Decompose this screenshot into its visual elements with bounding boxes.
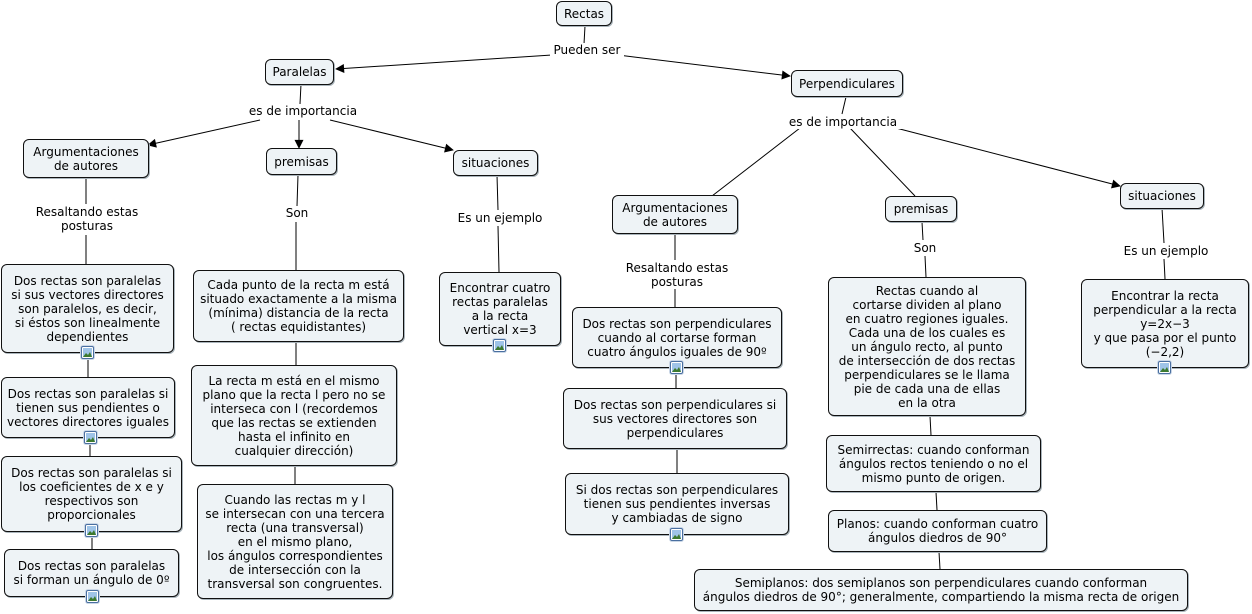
line-par-sit-ejemplo	[496, 174, 499, 211]
concept-par-sit-1[interactable]: Encontrar cuatro rectas paralelas a la r…	[439, 272, 561, 346]
line-pueden-paralelas	[335, 54, 553, 73]
concept-perpendiculares[interactable]: Perpendiculares	[791, 70, 903, 97]
link-per-son: Son	[907, 241, 943, 255]
line-paralelas-importancia	[299, 83, 302, 105]
concept-par-situaciones[interactable]: situaciones	[453, 150, 538, 176]
concept-per-premisas[interactable]: premisas	[885, 196, 957, 222]
link-par-resaltando: Resaltando estas posturas	[26, 205, 148, 233]
concept-par-arg-1[interactable]: Dos rectas son paralelas si sus vectores…	[1, 264, 174, 353]
image-resource-icon[interactable]	[670, 528, 683, 541]
concept-per-prem-2[interactable]: Semirrectas: cuando conforman ángulos re…	[826, 435, 1041, 492]
concept-per-situaciones[interactable]: situaciones	[1120, 183, 1204, 209]
link-per-resaltando: Resaltando estas posturas	[616, 261, 738, 289]
link-par-ejemplo: Es un ejemplo	[450, 211, 550, 225]
concept-par-prem-3[interactable]: Cuando las rectas m y l se intersecan co…	[197, 484, 393, 599]
concept-per-prem-4[interactable]: Semiplanos: dos semiplanos son perpendic…	[694, 569, 1188, 611]
image-resource-icon[interactable]	[81, 346, 94, 359]
concept-par-prem-2[interactable]: La recta m está en el mismo plano que la…	[191, 365, 397, 466]
line-importancia-per-prem	[849, 127, 916, 197]
line-pueden-perpendiculares	[617, 54, 791, 80]
concept-per-arg-3[interactable]: Si dos rectas son perpendiculares tienen…	[565, 473, 789, 535]
line-par-ejemplo-sit1	[497, 225, 500, 273]
concept-rectas[interactable]: Rectas	[556, 1, 612, 26]
line-par-premisas-son	[296, 174, 299, 207]
link-par-importancia: es de importancia	[245, 104, 361, 118]
line-importancia-argumentaciones	[147, 119, 261, 148]
line-rectas-pueden	[583, 25, 586, 45]
link-per-ejemplo: Es un ejemplo	[1116, 244, 1216, 258]
line-importancia-per-arg	[711, 127, 801, 197]
link-par-son: Son	[280, 206, 314, 220]
concept-par-premisas[interactable]: premisas	[266, 148, 337, 175]
image-resource-icon[interactable]	[493, 339, 506, 352]
link-per-importancia: es de importancia	[784, 115, 902, 129]
image-resource-icon[interactable]	[85, 524, 98, 537]
image-resource-icon[interactable]	[84, 431, 97, 444]
concept-per-prem-1[interactable]: Rectas cuando al cortarse dividen al pla…	[828, 277, 1026, 416]
concept-par-prem-1[interactable]: Cada punto de la recta m está situado ex…	[193, 270, 404, 342]
line-per-prem1-prem2	[929, 415, 932, 436]
concept-paralelas[interactable]: Paralelas	[265, 59, 334, 85]
concept-per-arg-1[interactable]: Dos rectas son perpendiculares cuando al…	[572, 307, 782, 368]
line-importancia-situaciones	[329, 119, 454, 153]
concept-per-argumentaciones[interactable]: Argumentaciones de autores	[612, 195, 738, 234]
line-per-prem2-prem3	[935, 491, 938, 511]
concept-par-argumentaciones[interactable]: Argumentaciones de autores	[23, 139, 149, 178]
line-perp-importancia	[841, 96, 847, 115]
line-per-prem3-prem4	[938, 551, 941, 570]
line-per-prem-son	[921, 221, 924, 241]
link-pueden-ser: Pueden ser	[550, 43, 624, 57]
image-resource-icon[interactable]	[86, 590, 99, 603]
line-per-son-prem1	[924, 255, 927, 278]
concept-per-sit-1[interactable]: Encontrar la recta perpendicular a la re…	[1081, 279, 1249, 368]
image-resource-icon[interactable]	[670, 361, 683, 374]
concept-per-arg-2[interactable]: Dos rectas son perpendiculares si sus ve…	[563, 388, 787, 449]
concept-per-prem-3[interactable]: Planos: cuando conforman cuatro ángulos …	[828, 510, 1047, 552]
line-per-sit-ejemplo	[1161, 207, 1165, 244]
line-importancia-per-sit	[895, 127, 1121, 189]
line-per-ejemplo-sit1	[1163, 258, 1166, 280]
image-resource-icon[interactable]	[1158, 361, 1171, 374]
concept-par-arg-2[interactable]: Dos rectas son paralelas si tienen sus p…	[1, 377, 175, 438]
concept-par-arg-3[interactable]: Dos rectas son paralelas si los coeficie…	[1, 456, 182, 532]
